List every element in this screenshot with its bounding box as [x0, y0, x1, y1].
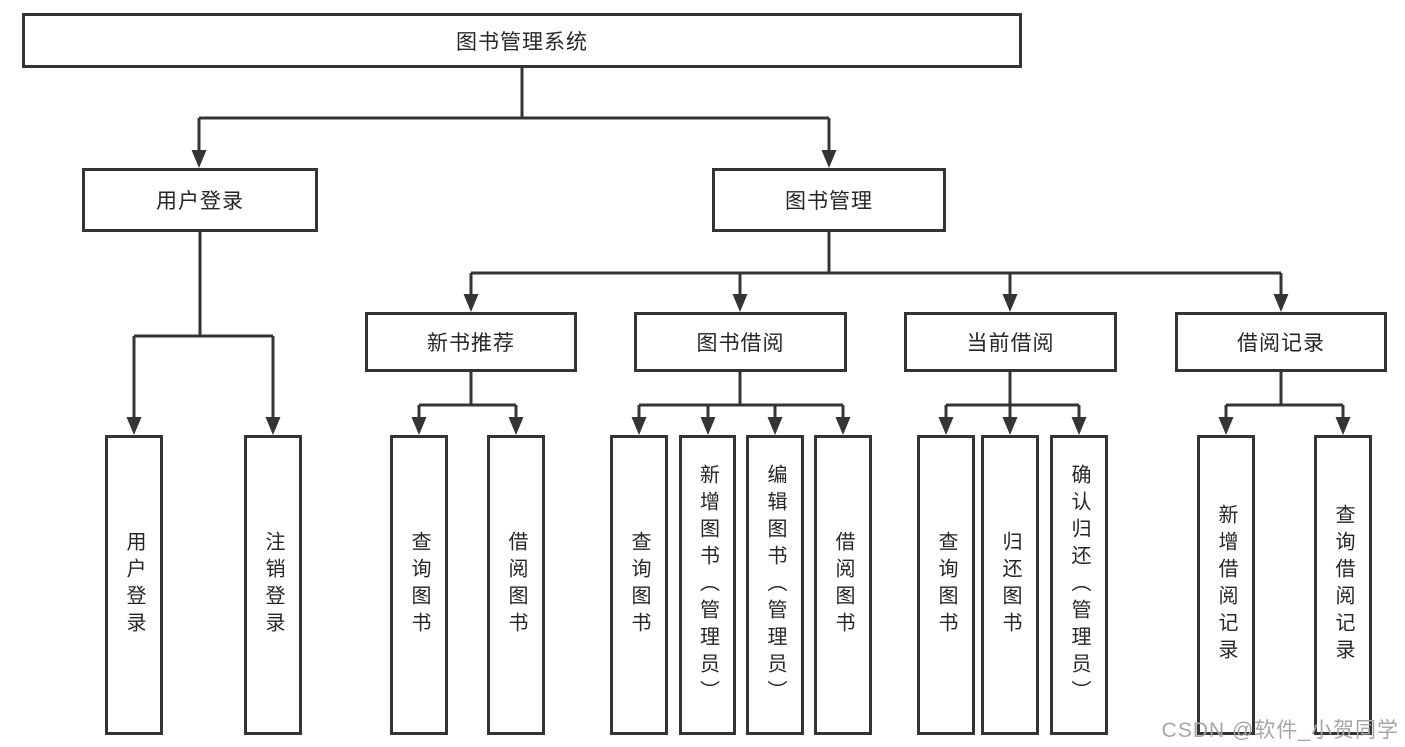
arrowhead [835, 417, 851, 435]
node-library-management-system: 图书管理系统 [22, 13, 1022, 68]
node-label: 图书借阅 [696, 332, 785, 355]
arrowhead [732, 294, 748, 312]
arrowhead [767, 417, 783, 435]
arrowhead [1002, 294, 1018, 312]
leaf-return-books: 归还图书 [981, 435, 1039, 735]
connector-root-to-level2 [191, 68, 837, 168]
node-label: 注销登录 [262, 531, 284, 639]
arrowhead [126, 417, 142, 435]
leaf-confirm-return-admin: 确认归还（管理员） [1050, 435, 1108, 735]
leaf-query-borrow-record: 查询借阅记录 [1314, 435, 1372, 735]
leaf-query-books-2: 查询图书 [610, 435, 668, 735]
arrowhead [463, 294, 479, 312]
arrowhead [938, 417, 954, 435]
arrowhead [821, 150, 837, 168]
arrowhead [631, 417, 647, 435]
connector-new-book-children [411, 372, 524, 435]
node-label: 图书管理 [785, 190, 873, 213]
node-current-borrowing: 当前借阅 [904, 312, 1117, 372]
node-borrowing-records: 借阅记录 [1175, 312, 1387, 372]
connector-book-management-to-level3 [463, 232, 1289, 312]
leaf-borrow-books-1: 借阅图书 [487, 435, 545, 735]
node-label: 当前借阅 [966, 332, 1055, 355]
arrowhead [411, 417, 427, 435]
leaf-edit-books-admin: 编辑图书（管理员） [746, 435, 804, 735]
node-label: 用户登录 [123, 531, 145, 639]
node-book-borrowing: 图书借阅 [634, 312, 847, 372]
connector-current-borrow-children [938, 372, 1087, 435]
arrowhead [1218, 417, 1234, 435]
arrowhead [1002, 417, 1018, 435]
leaf-user-login: 用户登录 [105, 435, 163, 735]
arrowhead [265, 417, 281, 435]
node-label: 新书推荐 [427, 332, 515, 355]
arrowhead [700, 417, 716, 435]
arrowhead [508, 417, 524, 435]
node-book-management: 图书管理 [712, 168, 946, 232]
node-label: 图书管理系统 [456, 30, 588, 54]
node-label: 新增图书（管理员） [696, 463, 719, 707]
connector-user-login-children [126, 232, 281, 435]
leaf-add-borrow-record: 新增借阅记录 [1197, 435, 1255, 735]
arrowhead [191, 150, 207, 168]
leaf-borrow-books-2: 借阅图书 [814, 435, 872, 735]
arrowhead [1335, 417, 1351, 435]
node-label: 借阅图书 [832, 531, 854, 639]
leaf-query-books-3: 查询图书 [917, 435, 975, 735]
node-label: 借阅记录 [1237, 332, 1325, 355]
node-label: 查询图书 [935, 531, 957, 639]
leaf-query-books-1: 查询图书 [390, 435, 448, 735]
node-new-book-recommendation: 新书推荐 [365, 312, 577, 372]
arrowhead [1071, 417, 1087, 435]
csdn-watermark: CSDN @软件_小贺同学 [1161, 719, 1399, 742]
leaf-logout: 注销登录 [244, 435, 302, 735]
node-label: 查询借阅记录 [1332, 504, 1354, 666]
arrowhead [1273, 294, 1289, 312]
node-user-login: 用户登录 [82, 168, 318, 232]
connector-book-borrow-children [631, 372, 851, 435]
node-label: 确认归还（管理员） [1068, 463, 1090, 707]
node-label: 查询图书 [628, 531, 650, 639]
node-label: 查询图书 [408, 531, 430, 639]
node-label: 新增借阅记录 [1215, 504, 1237, 666]
connector-borrow-records-children [1218, 372, 1351, 435]
node-label: 归还图书 [999, 531, 1021, 639]
node-label: 借阅图书 [505, 531, 527, 639]
node-label: 用户登录 [156, 190, 244, 213]
node-label: 编辑图书（管理员） [764, 463, 786, 707]
leaf-add-books-admin: 新增图书（管理员） [679, 435, 736, 735]
